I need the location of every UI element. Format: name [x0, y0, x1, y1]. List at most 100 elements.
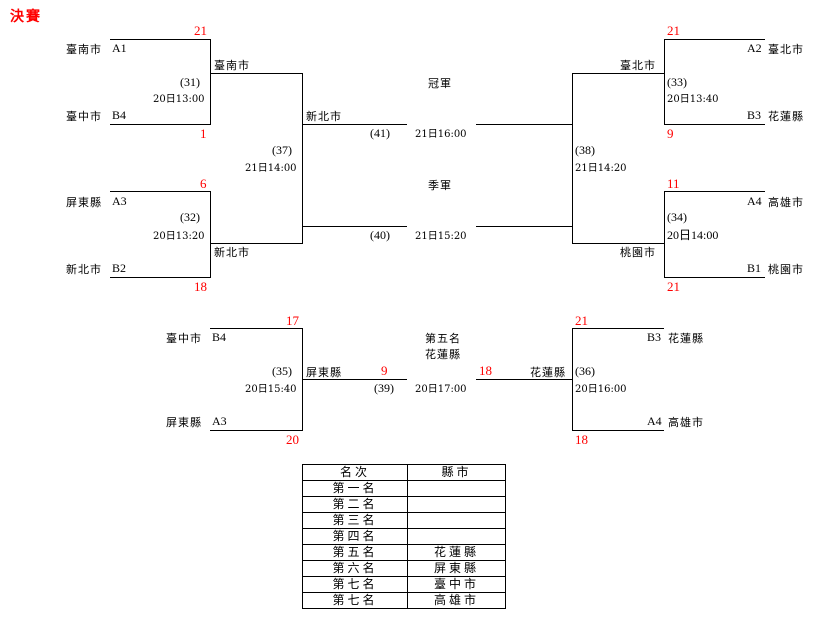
rank-cell: 第一名: [302, 480, 408, 497]
county-cell: [407, 496, 506, 513]
bracket-line: [664, 124, 765, 125]
team-name: 高雄市: [768, 196, 804, 209]
table-row: 第二名: [302, 496, 506, 513]
match-number: (41): [370, 126, 390, 140]
rank-cell: 第二名: [302, 496, 408, 513]
score: 9: [381, 363, 388, 378]
match-number: (34): [667, 210, 687, 224]
county-cell: [407, 512, 506, 529]
team-name: 臺中市: [66, 110, 102, 123]
winner-name: 臺南市: [214, 59, 250, 72]
winner-name: 屏東縣: [306, 366, 342, 379]
bracket-line: [210, 243, 302, 244]
winner-name: 臺北市: [620, 59, 656, 72]
bracket-line: [210, 39, 211, 125]
bracket-line: [664, 191, 665, 278]
team-name: 屏東縣: [166, 416, 202, 429]
bracket-line: [302, 73, 303, 244]
seed-label: A1: [112, 41, 127, 55]
rank-cell: 第七名: [302, 576, 408, 593]
bracket-line: [110, 191, 210, 192]
page-title: 決賽: [10, 9, 42, 25]
third-place-label: 季軍: [428, 179, 452, 192]
team-name: 桃園市: [768, 263, 804, 276]
bracket-line: [302, 226, 407, 227]
winner-name: 新北市: [214, 246, 250, 259]
bracket-line: [664, 39, 765, 40]
bracket-line: [476, 379, 572, 380]
table-row: 第七名高雄市: [302, 592, 506, 609]
county-cell: 花蓮縣: [407, 544, 506, 561]
score: 21: [194, 23, 207, 38]
bracket-line: [664, 277, 765, 278]
team-name: 新北市: [66, 263, 102, 276]
seed-label: B4: [212, 330, 227, 344]
team-name: 高雄市: [668, 416, 704, 429]
bracket-line: [302, 124, 407, 125]
county-cell: 屏東縣: [407, 560, 506, 577]
score: 18: [479, 363, 492, 378]
match-time: 21日14:00: [245, 163, 297, 174]
score: 18: [575, 432, 588, 447]
seed-label: A2: [747, 41, 762, 55]
bracket-line: [110, 124, 210, 125]
county-cell: 高雄市: [407, 592, 506, 609]
bracket-line: [572, 73, 573, 244]
rank-cell: 第四名: [302, 528, 408, 545]
bracket-line: [210, 328, 302, 329]
bracket-line: [664, 191, 765, 192]
column-header: 名次: [302, 464, 408, 481]
table-row: 第五名花蓮縣: [302, 544, 506, 561]
team-name: 花蓮縣: [768, 110, 804, 123]
match-number: (33): [667, 75, 687, 89]
county-cell: 臺中市: [407, 576, 506, 593]
table-row: 第一名: [302, 480, 506, 497]
bracket-line: [110, 39, 210, 40]
score: 18: [194, 279, 207, 294]
bracket-line: [572, 73, 664, 74]
score: 21: [575, 313, 588, 328]
match-time: 20日13:40: [667, 94, 719, 105]
bracket-line: [476, 226, 572, 227]
match-number: (36): [575, 364, 595, 378]
match-time: 20日17:00: [415, 384, 467, 395]
seed-label: A3: [112, 194, 127, 208]
bracket-line: [302, 379, 407, 380]
bracket-line: [572, 328, 573, 431]
table-row: 第七名臺中市: [302, 576, 506, 593]
team-name: 花蓮縣: [668, 332, 704, 345]
winner-name: 花蓮縣: [530, 366, 566, 379]
match-number: (37): [272, 143, 292, 157]
bracket-line: [110, 277, 210, 278]
bracket-line: [572, 430, 664, 431]
score: 9: [667, 126, 674, 141]
fifth-place-winner: 花蓮縣: [425, 348, 461, 361]
bracket-line: [210, 430, 302, 431]
match-number: (35): [272, 364, 292, 378]
score: 21: [667, 279, 680, 294]
match-time: 20日16:00: [575, 384, 627, 395]
seed-label: B2: [112, 261, 127, 275]
score: 6: [200, 176, 207, 191]
seed-label: B3: [747, 108, 762, 122]
match-number: (40): [370, 228, 390, 242]
table-row: 第四名: [302, 528, 506, 545]
match-time: 20日13:00: [153, 94, 205, 105]
ranking-table: 名次 縣市 第一名 第二名 第三名 第四名 第五名花蓮縣 第六名屏東縣 第七名臺…: [302, 464, 506, 609]
rank-cell: 第五名: [302, 544, 408, 561]
match-time: 20日13:20: [153, 231, 205, 242]
column-header: 縣市: [407, 464, 506, 481]
team-name: 臺南市: [66, 43, 102, 56]
county-cell: [407, 480, 506, 497]
score: 21: [667, 23, 680, 38]
rank-cell: 第七名: [302, 592, 408, 609]
match-number: (31): [180, 75, 200, 89]
table-row: 第三名: [302, 512, 506, 529]
score: 20: [286, 432, 299, 447]
match-time: 21日15:20: [415, 231, 467, 242]
match-time: 21日14:20: [575, 163, 627, 174]
team-name: 臺中市: [166, 332, 202, 345]
bracket-line: [210, 191, 211, 278]
match-number: (39): [374, 381, 394, 395]
team-name: 臺北市: [768, 43, 804, 56]
